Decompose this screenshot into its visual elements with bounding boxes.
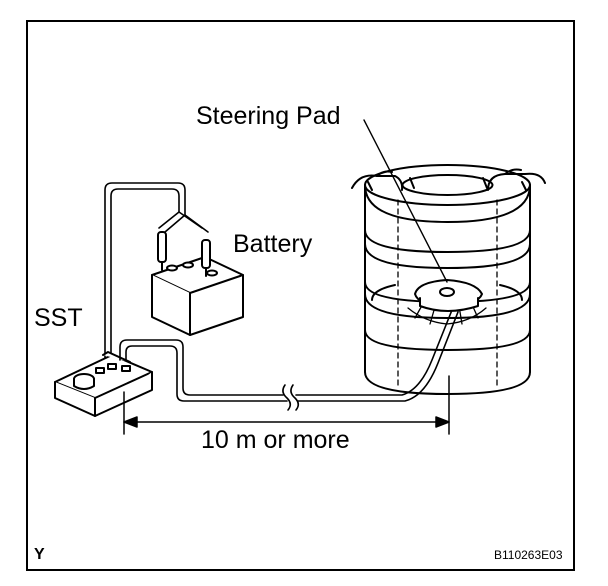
battery-lead-wire: [104, 182, 209, 361]
distance-dimension: [123, 375, 450, 435]
figure-code: B110263E03: [494, 548, 563, 562]
distance-label: 10 m or more: [201, 426, 350, 454]
steering-pad-icon: [414, 279, 483, 312]
tester-icon: [54, 351, 153, 417]
sst-label: SST: [34, 304, 83, 332]
steering-pad-label: Steering Pad: [196, 102, 341, 130]
corner-mark: Y: [34, 546, 45, 563]
tire-stack-icon: [351, 164, 546, 395]
pad-lead-wire: [119, 309, 459, 411]
battery-icon: [151, 231, 244, 336]
figure-frame: [26, 20, 575, 571]
steering-pad-leader: [363, 119, 448, 283]
battery-label: Battery: [233, 230, 313, 258]
